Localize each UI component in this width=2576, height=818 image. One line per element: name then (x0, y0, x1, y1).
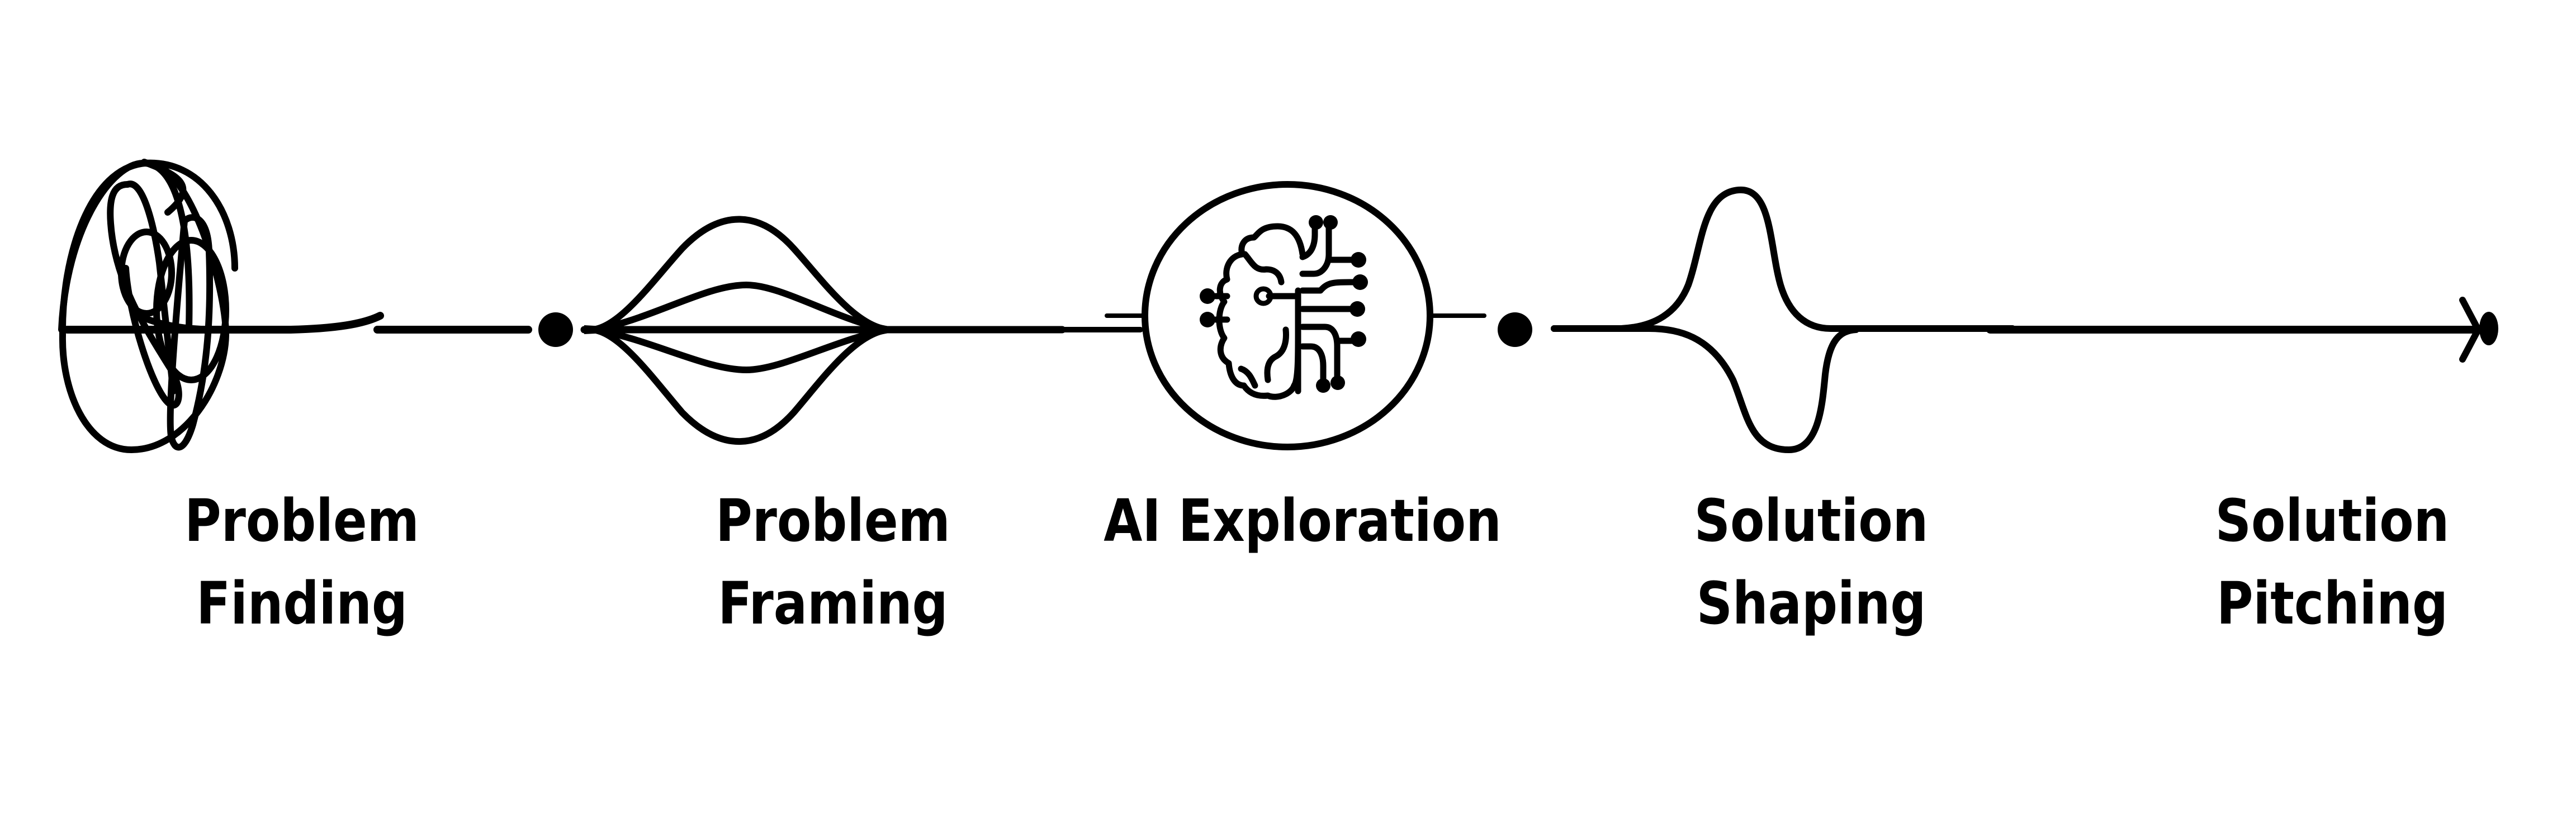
converging-lines-icon (580, 216, 1143, 445)
stage-label-line: Problem (184, 487, 419, 555)
ai-brain-circuit-icon (1105, 181, 1486, 450)
milestone-dot (538, 312, 573, 347)
stage-label-line: AI Exploration (1104, 487, 1502, 555)
stage-label-solution-pitching: Solution Pitching (2169, 479, 2496, 645)
milestone-dot (2479, 312, 2498, 345)
stage-label-line: Solution (1694, 487, 1929, 555)
stage-label-line: Problem (716, 487, 950, 555)
stage-label-line: Pitching (2216, 569, 2449, 638)
stage-label-ai-exploration: AI Exploration (1096, 479, 1509, 562)
stage-label-line: Shaping (1696, 569, 1926, 638)
milestone-dot (1498, 312, 1532, 347)
stage-label-line: Framing (718, 569, 948, 638)
stage-label-line: Solution (2215, 487, 2450, 555)
stage-label-problem-framing: Problem Framing (670, 479, 997, 645)
arrow-right-icon (1986, 297, 2482, 363)
stage-label-problem-finding: Problem Finding (139, 479, 466, 645)
stage-label-solution-shaping: Solution Shaping (1648, 479, 1975, 645)
stage-label-line: Finding (196, 569, 408, 638)
tangled-scribble-icon (58, 162, 532, 453)
wave-pulse-icon (1551, 186, 2016, 453)
